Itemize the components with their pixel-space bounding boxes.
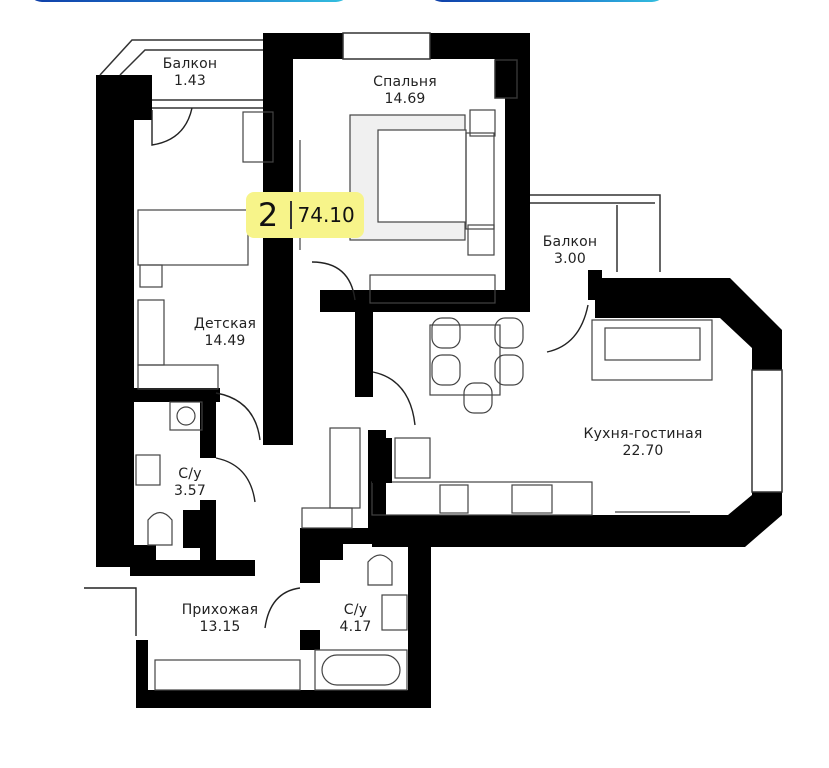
total-area: 74.10: [297, 203, 355, 227]
room-label-balcony-1: Балкон 1.43: [150, 56, 230, 90]
room-label-bathroom-1: С/у 3.57: [165, 466, 215, 500]
room-name: Балкон: [542, 234, 598, 250]
balcony-outlines: [99, 32, 783, 493]
room-name: Спальня: [373, 74, 437, 90]
furniture: [135, 109, 713, 691]
room-area: 1.43: [174, 73, 206, 89]
room-area: 4.17: [339, 619, 372, 635]
room-area: 3.57: [174, 483, 206, 499]
room-label-hallway: Прихожая 13.15: [165, 602, 275, 636]
room-area: 3.00: [554, 251, 586, 267]
apartment-badge: 2 74.10: [246, 192, 364, 238]
room-area: 14.49: [204, 333, 246, 349]
room-name: С/у: [178, 466, 202, 482]
room-label-balcony-2: Балкон 3.00: [530, 234, 610, 268]
room-count: 2: [257, 196, 279, 234]
right-tab-button[interactable]: [428, 0, 666, 2]
walls: [96, 33, 782, 708]
room-label-kitchen-living: Кухня-гостиная 22.70: [568, 426, 718, 460]
room-area: 14.69: [384, 91, 426, 107]
room-label-kids-room: Детская 14.49: [180, 316, 270, 350]
room-name: С/у: [343, 602, 368, 618]
left-tab-button[interactable]: [28, 0, 350, 2]
room-name: Прихожая: [181, 602, 259, 618]
room-label-bathroom-2: С/у 4.17: [328, 602, 383, 636]
room-label-bedroom: Спальня 14.69: [360, 74, 450, 108]
room-name: Кухня-гостиная: [583, 426, 703, 442]
room-area: 13.15: [199, 619, 241, 635]
room-area: 22.70: [622, 443, 664, 459]
doors: [84, 107, 589, 636]
room-name: Детская: [193, 316, 257, 332]
utility-blocks: [183, 438, 392, 560]
badge-divider: [290, 201, 292, 229]
room-name: Балкон: [162, 56, 218, 72]
